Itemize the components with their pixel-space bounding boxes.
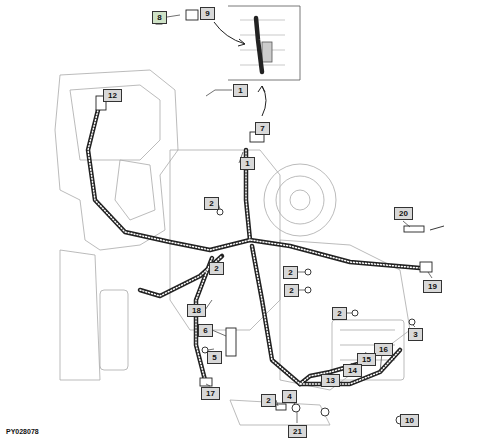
callout-text: 6 bbox=[203, 326, 207, 335]
callout-text: 18 bbox=[192, 306, 201, 315]
callout-text: 8 bbox=[157, 13, 161, 22]
callout-number: 14 bbox=[343, 364, 362, 377]
callout-text: 3 bbox=[413, 330, 417, 339]
callout-number: 12 bbox=[103, 89, 122, 102]
figure-id: PY028078 bbox=[6, 428, 39, 435]
callout-number: 16 bbox=[374, 343, 393, 356]
callout-number: 19 bbox=[423, 280, 442, 293]
callout-number: 5 bbox=[207, 351, 222, 364]
callout-text: 2 bbox=[337, 309, 341, 318]
callout-text: 10 bbox=[405, 416, 414, 425]
callout-number: 21 bbox=[288, 425, 307, 438]
callout-text: 2 bbox=[214, 264, 218, 273]
callout-text: 2 bbox=[209, 199, 213, 208]
harness-parts bbox=[96, 10, 444, 424]
callout-number: 6 bbox=[198, 324, 213, 337]
callout-number: 3 bbox=[408, 328, 423, 341]
callout-number: 2 bbox=[332, 307, 347, 320]
tractor-outline bbox=[55, 70, 410, 425]
callout-number: 2 bbox=[284, 284, 299, 297]
leader-line bbox=[106, 15, 432, 423]
callout-text: 4 bbox=[287, 392, 291, 401]
callout-text: 1 bbox=[238, 86, 242, 95]
callout-text: 16 bbox=[379, 345, 388, 354]
callout-text: 20 bbox=[399, 209, 408, 218]
callout-text: 15 bbox=[362, 355, 371, 364]
callout-number: 18 bbox=[187, 304, 206, 317]
callout-number: 20 bbox=[394, 207, 413, 220]
callout-number: 10 bbox=[400, 414, 419, 427]
callout-text: 2 bbox=[288, 268, 292, 277]
callout-number: 1 bbox=[240, 157, 255, 170]
inset-frame bbox=[228, 6, 300, 80]
callout-number: 2 bbox=[209, 262, 224, 275]
callout-number: 1 bbox=[233, 84, 248, 97]
callout-number: 17 bbox=[201, 387, 220, 400]
callout-number: 2 bbox=[283, 266, 298, 279]
callout-text: 2 bbox=[289, 286, 293, 295]
callout-text: 12 bbox=[108, 91, 117, 100]
callout-text: 1 bbox=[245, 159, 249, 168]
callout-text: 21 bbox=[293, 427, 302, 436]
callout-number: 4 bbox=[282, 390, 297, 403]
callout-number: 9 bbox=[200, 7, 215, 20]
callout-text: 9 bbox=[205, 9, 209, 18]
callout-text: 7 bbox=[260, 124, 264, 133]
callout-text: 5 bbox=[212, 353, 216, 362]
callout-text: 19 bbox=[428, 282, 437, 291]
callout-text: 17 bbox=[206, 389, 215, 398]
callout-text: 2 bbox=[266, 396, 270, 405]
callout-number: 2 bbox=[204, 197, 219, 210]
callout-number: 13 bbox=[321, 374, 340, 387]
wiring-harness bbox=[88, 18, 420, 384]
callout-text: 13 bbox=[326, 376, 335, 385]
callout-number: 8 bbox=[152, 11, 167, 24]
callout-number: 2 bbox=[261, 394, 276, 407]
callout-number: 7 bbox=[255, 122, 270, 135]
callout-text: 14 bbox=[348, 366, 357, 375]
